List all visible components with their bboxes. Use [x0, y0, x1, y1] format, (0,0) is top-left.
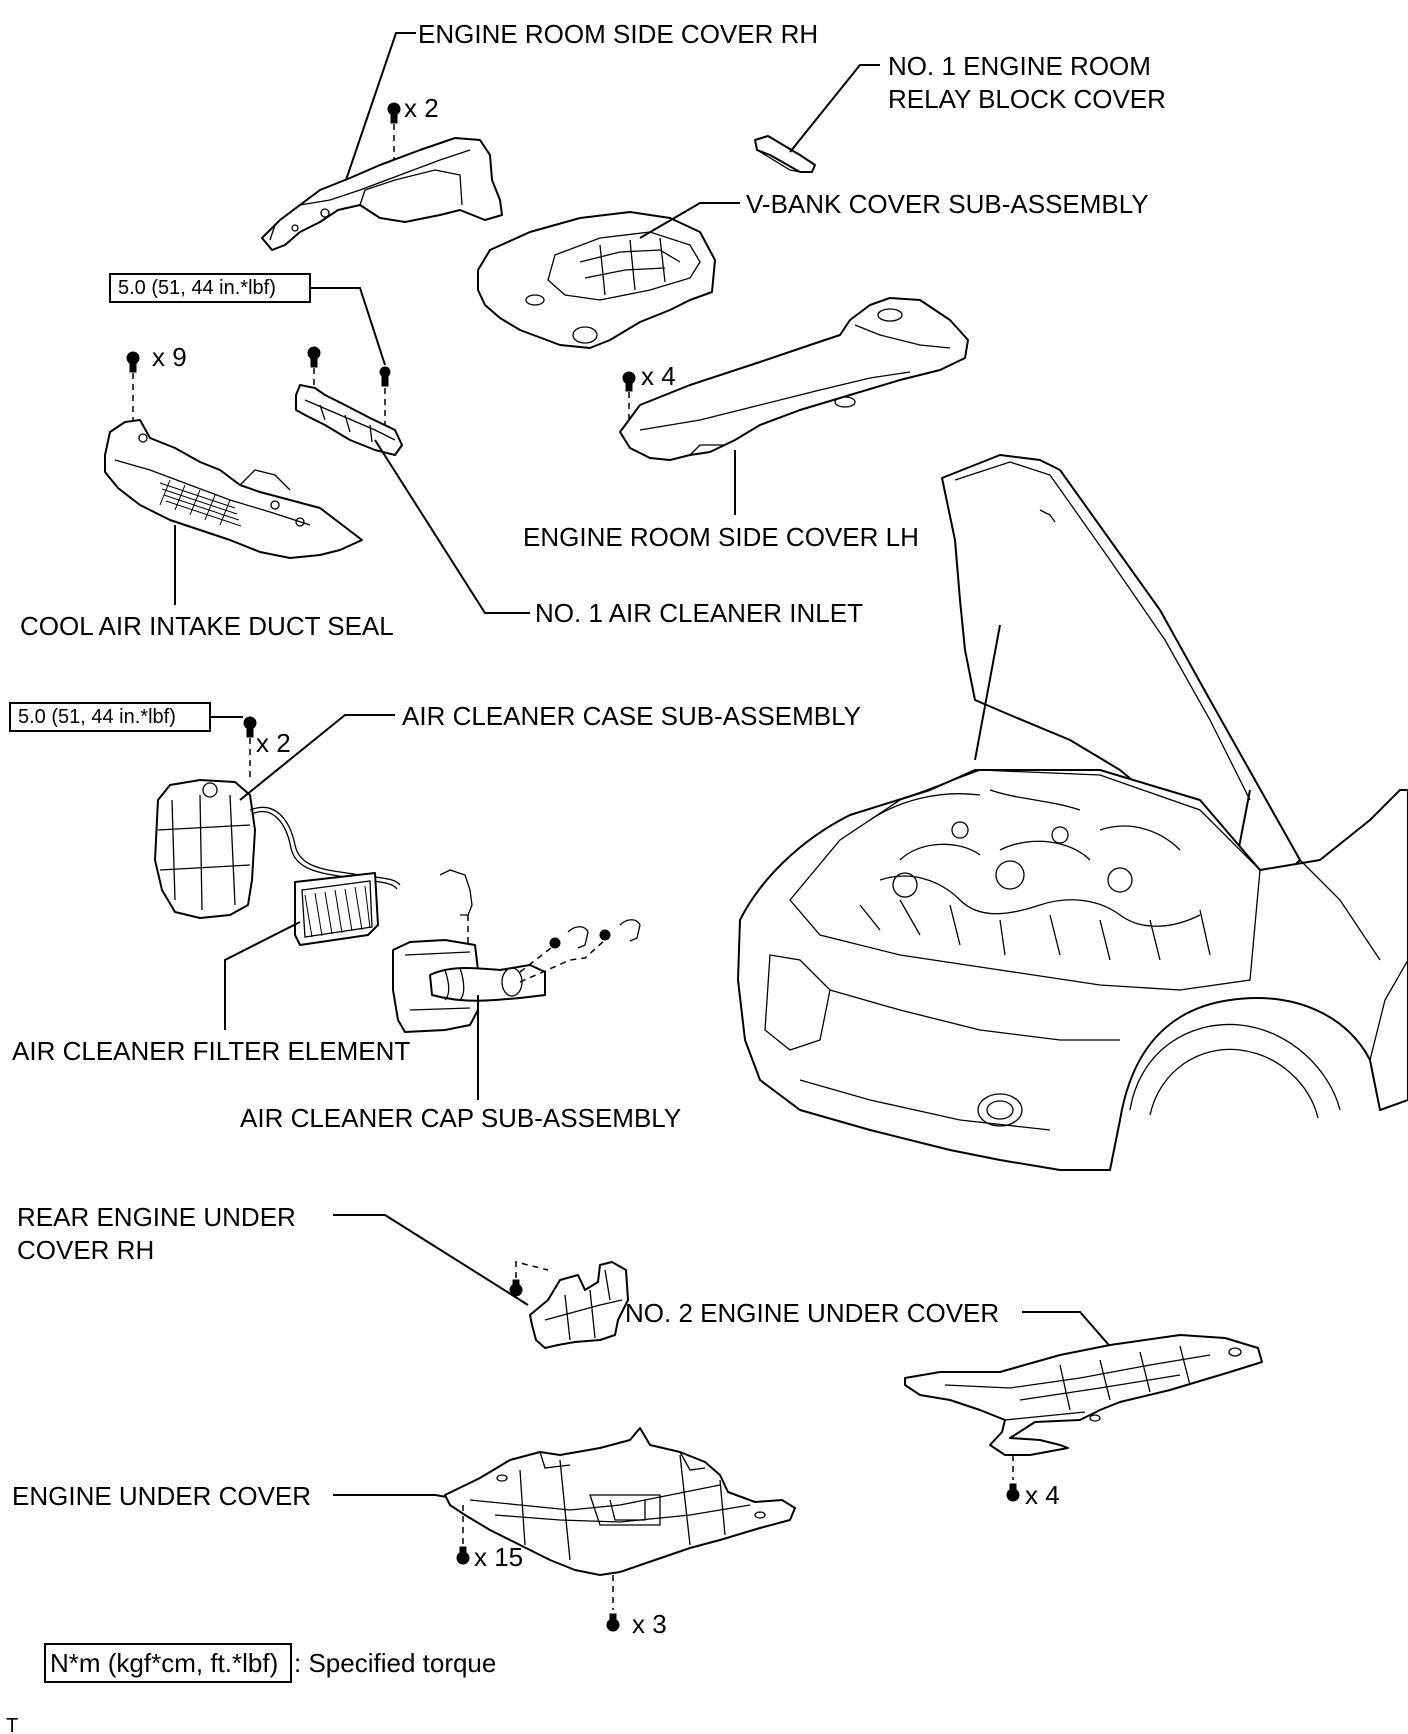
- bolt-icon: [307, 346, 321, 368]
- leader-no2-engine-under-cover: [1022, 1311, 1116, 1353]
- label-no1-air-cleaner-inlet: NO. 1 AIR CLEANER INLET: [535, 598, 863, 628]
- v-bank-cover: [477, 211, 716, 349]
- air-cleaner-cap: [392, 869, 546, 1033]
- hose-clamp-icon: [549, 919, 641, 949]
- qty-engine-under-cover-bolts: x 15: [474, 1542, 523, 1572]
- footer-ref: T: [6, 1715, 18, 1734]
- leader-filter-element: [224, 921, 301, 1030]
- no1-air-cleaner-inlet: [295, 384, 403, 456]
- leader-air-cleaner-case: [239, 714, 395, 801]
- air-cleaner-case: [154, 779, 401, 919]
- legend-units: N*m (kgf*cm, ft.*lbf): [50, 1648, 278, 1678]
- label-relay-block-cover-1: NO. 1 ENGINE ROOM: [888, 51, 1151, 81]
- bolt-icon: [379, 366, 391, 387]
- leader-air-cleaner-inlet: [374, 439, 530, 614]
- rear-engine-under-cover-rh: [529, 1261, 629, 1349]
- qty-duct-seal-clips: x 9: [152, 342, 187, 372]
- label-air-cleaner-cap: AIR CLEANER CAP SUB-ASSEMBLY: [240, 1103, 681, 1133]
- torque-air-cleaner-case: 5.0 (51, 44 in.*lbf): [18, 706, 176, 728]
- bolt-icon: [387, 102, 401, 124]
- torque-box-inlet: [109, 273, 311, 303]
- label-rear-engine-under-cover-2: COVER RH: [17, 1235, 154, 1265]
- qty-no2-under-cover-bolts: x 4: [1025, 1480, 1060, 1510]
- qty-engine-under-cover-front-bolts: x 3: [632, 1609, 667, 1639]
- bolt-icon: [509, 1279, 523, 1297]
- relay-block-cover: [754, 135, 816, 173]
- label-engine-room-side-cover-lh: ENGINE ROOM SIDE COVER LH: [523, 522, 919, 552]
- label-no2-engine-under-cover: NO. 2 ENGINE UNDER COVER: [625, 1298, 999, 1328]
- leader-relay-block-cover: [789, 64, 880, 153]
- label-air-cleaner-case: AIR CLEANER CASE SUB-ASSEMBLY: [402, 701, 861, 731]
- no2-engine-under-cover: [904, 1334, 1263, 1456]
- cool-air-intake-duct-seal: [104, 419, 363, 559]
- bolt-icon: [126, 351, 140, 373]
- legend-description: : Specified torque: [294, 1648, 496, 1678]
- label-air-cleaner-filter-element: AIR CLEANER FILTER ELEMENT: [12, 1036, 410, 1066]
- engine-room-side-cover-rh: [261, 137, 503, 251]
- leader-rear-engine-under-cover: [333, 1214, 529, 1306]
- label-engine-under-cover: ENGINE UNDER COVER: [12, 1481, 311, 1511]
- engine-room-side-cover-lh: [619, 297, 969, 461]
- bolt-icon: [606, 1613, 620, 1632]
- leader-v-bank-cover: [639, 202, 740, 239]
- label-cool-air-intake-duct-seal: COOL AIR INTAKE DUCT SEAL: [20, 611, 394, 641]
- bolt-icon: [1006, 1483, 1020, 1502]
- qty-air-cleaner-case-bolts: x 2: [256, 728, 291, 758]
- label-relay-block-cover-2: RELAY BLOCK COVER: [888, 84, 1166, 114]
- bolt-icon: [243, 716, 257, 738]
- legend-torque-box: [44, 1643, 292, 1683]
- label-rear-engine-under-cover-1: REAR ENGINE UNDER: [17, 1202, 296, 1232]
- label-v-bank-cover: V-BANK COVER SUB-ASSEMBLY: [746, 189, 1149, 219]
- leader-side-cover-rh: [345, 32, 416, 181]
- torque-air-cleaner-inlet: 5.0 (51, 44 in.*lbf): [118, 277, 276, 299]
- engine-under-cover: [444, 1427, 796, 1576]
- bolt-icon: [456, 1546, 470, 1565]
- vehicle-open-hood-illustration: [737, 454, 1408, 1171]
- qty-side-cover-lh-clips: x 4: [641, 361, 676, 391]
- air-cleaner-filter-element: [294, 872, 379, 946]
- torque-box-case: [9, 702, 211, 732]
- clip-icon: [622, 371, 636, 392]
- label-engine-room-side-cover-rh: ENGINE ROOM SIDE COVER RH: [418, 19, 818, 49]
- qty-side-cover-rh-bolts: x 2: [404, 93, 439, 123]
